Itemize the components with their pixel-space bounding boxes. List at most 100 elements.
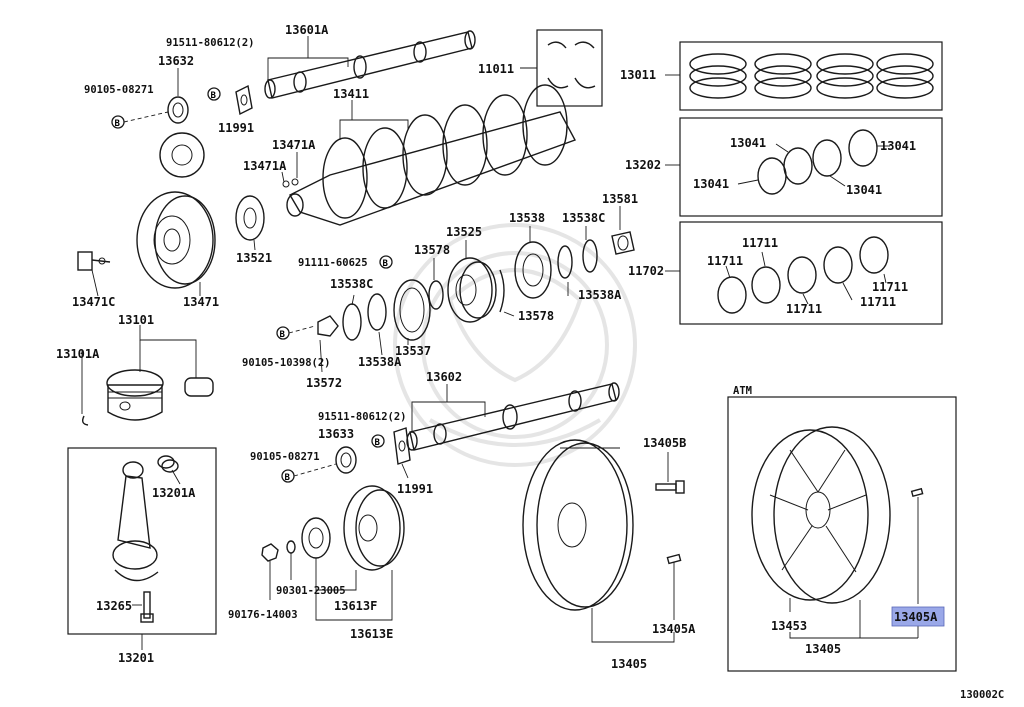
watermark-emblem — [393, 223, 637, 467]
label-13265[interactable]: 13265 — [96, 599, 132, 613]
label-91511-80612[interactable]: 91511-80612(2) — [166, 37, 255, 49]
label-13101[interactable]: 13101 — [118, 313, 154, 327]
camshaft-knock-pin-lower[interactable] — [393, 427, 411, 465]
crankshaft-position-sensor[interactable] — [77, 251, 111, 271]
crankshaft-pulley[interactable] — [136, 191, 216, 289]
label-13101A[interactable]: 13101A — [56, 347, 100, 361]
crankshaft-timing-gear[interactable] — [159, 132, 205, 178]
crankshaft-sprocket[interactable] — [235, 195, 265, 241]
connecting-rod[interactable] — [112, 461, 159, 582]
label-13601A[interactable]: 13601A — [285, 23, 329, 37]
piston-pin-clip[interactable] — [81, 415, 89, 426]
label-13471A[interactable]: 13471A — [272, 138, 316, 152]
camshaft-knock-pin[interactable] — [235, 84, 253, 116]
label-11711[interactable]: 11711 — [786, 302, 822, 316]
label-13411[interactable]: 13411 — [333, 87, 369, 101]
svg-text:B: B — [115, 119, 121, 129]
label-90105-08271[interactable]: 90105-08271 — [84, 84, 154, 96]
label-13011[interactable]: 13011 — [620, 68, 656, 82]
label-13572[interactable]: 13572 — [306, 376, 342, 390]
camshaft-lower[interactable] — [406, 382, 620, 451]
label-13202[interactable]: 13202 — [625, 158, 661, 172]
atm-label: ATM — [733, 385, 752, 397]
ring-gear-plate[interactable] — [393, 279, 431, 341]
label-13538C[interactable]: 13538C — [562, 211, 605, 225]
label-11702[interactable]: 11702 — [628, 264, 664, 278]
svg-text:B: B — [383, 259, 389, 269]
label-13471C[interactable]: 13471C — [72, 295, 115, 309]
label-90176-14003[interactable]: 90176-14003 — [228, 609, 298, 621]
flywheel[interactable] — [522, 439, 634, 611]
label-11991[interactable]: 11991 — [218, 121, 254, 135]
crankshaft[interactable] — [286, 84, 576, 226]
label-90105-10398[interactable]: 90105-10398(2) — [242, 357, 331, 369]
label-13405A-highlighted[interactable]: 13405A — [894, 610, 938, 624]
label-11011[interactable]: 11011 — [478, 62, 514, 76]
thrust-plate[interactable] — [514, 241, 552, 299]
svg-text:B: B — [211, 91, 217, 101]
label-13537[interactable]: 13537 — [395, 344, 431, 358]
label-11711[interactable]: 11711 — [707, 254, 743, 268]
label-13041[interactable]: 13041 — [880, 139, 916, 153]
label-13405A[interactable]: 13405A — [652, 622, 696, 636]
label-13633[interactable]: 13633 — [318, 427, 354, 441]
drive-plate[interactable] — [751, 426, 891, 604]
shaft-nut[interactable] — [611, 231, 635, 255]
label-13041[interactable]: 13041 — [730, 136, 766, 150]
label-91511-80612[interactable]: 91511-80612(2) — [318, 411, 407, 423]
label-13578[interactable]: 13578 — [414, 243, 450, 257]
plate-lock[interactable] — [317, 315, 339, 337]
label-13405[interactable]: 13405 — [805, 642, 841, 656]
camshaft-timing-gear-upper[interactable] — [167, 96, 189, 124]
label-90105-08271[interactable]: 90105-08271 — [250, 451, 320, 463]
label-13538C[interactable]: 13538C — [330, 277, 373, 291]
label-90301-23005[interactable]: 90301-23005 — [276, 585, 346, 597]
crankshaft-bearing-set[interactable] — [679, 221, 943, 325]
snap-ring[interactable] — [428, 280, 444, 310]
label-11711[interactable]: 11711 — [742, 236, 778, 250]
label-11711[interactable]: 11711 — [860, 295, 896, 309]
label-13041[interactable]: 13041 — [846, 183, 882, 197]
label-13525[interactable]: 13525 — [446, 225, 482, 239]
flywheel-bolt[interactable] — [655, 480, 685, 494]
label-13453[interactable]: 13453 — [771, 619, 807, 633]
piston[interactable] — [106, 369, 164, 421]
nut[interactable] — [261, 543, 279, 562]
timing-pulley-lower[interactable] — [343, 485, 405, 571]
label-13632[interactable]: 13632 — [158, 54, 194, 68]
label-13613E[interactable]: 13613E — [350, 627, 393, 641]
connecting-rod-bolt[interactable] — [140, 591, 154, 623]
label-13201A[interactable]: 13201A — [152, 486, 196, 500]
dowel-pin-atm[interactable] — [910, 487, 924, 498]
label-11711[interactable]: 11711 — [872, 280, 908, 294]
connecting-rod-bearing-set[interactable] — [679, 117, 943, 217]
label-11991[interactable]: 11991 — [397, 482, 433, 496]
piston-pin[interactable] — [184, 377, 214, 397]
label-13405[interactable]: 13405 — [611, 657, 647, 671]
label-13201[interactable]: 13201 — [118, 651, 154, 665]
gear-assembly[interactable] — [447, 257, 497, 323]
label-13578[interactable]: 13578 — [518, 309, 554, 323]
dowel-pin[interactable] — [666, 553, 682, 565]
label-13471A[interactable]: 13471A — [243, 159, 287, 173]
label-13041[interactable]: 13041 — [693, 177, 729, 191]
label-13581[interactable]: 13581 — [602, 192, 638, 206]
label-13602[interactable]: 13602 — [426, 370, 462, 384]
label-13538[interactable]: 13538 — [509, 211, 545, 225]
label-13538A[interactable]: 13538A — [358, 355, 402, 369]
label-13405B[interactable]: 13405B — [643, 436, 686, 450]
label-13521[interactable]: 13521 — [236, 251, 272, 265]
connecting-rod-bushing[interactable] — [157, 455, 179, 473]
oil-seal[interactable] — [301, 517, 331, 559]
label-91111-60625[interactable]: 91111-60625 — [298, 257, 368, 269]
label-13613F[interactable]: 13613F — [334, 599, 377, 613]
camshaft-timing-gear-lower[interactable] — [335, 446, 357, 474]
label-13471[interactable]: 13471 — [183, 295, 219, 309]
thrust-washer-set[interactable] — [536, 29, 603, 107]
camshaft-upper[interactable] — [264, 30, 476, 99]
washer[interactable] — [286, 540, 296, 554]
label-13538A[interactable]: 13538A — [578, 288, 622, 302]
piston-ring-set[interactable] — [679, 41, 943, 111]
snap-rings[interactable] — [557, 239, 598, 279]
